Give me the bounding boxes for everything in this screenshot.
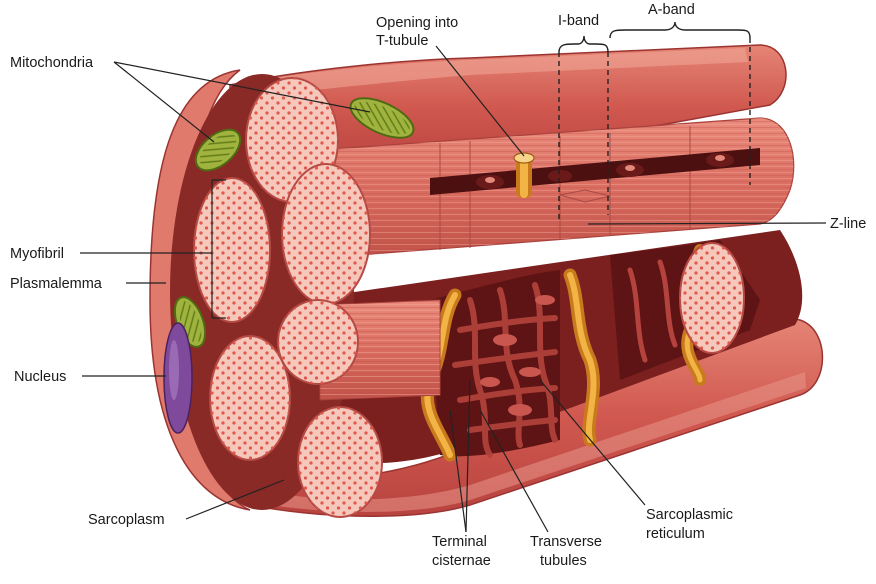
a-band-bracket: [610, 22, 750, 38]
label-mitochondria: Mitochondria: [10, 55, 94, 71]
label-i-band: I-band: [558, 13, 599, 29]
myofibril-end-6: [298, 407, 382, 517]
myofibril-end-5: [210, 336, 290, 460]
label-plasmalemma: Plasmalemma: [10, 276, 103, 292]
label-sr-line2: reticulum: [646, 526, 705, 542]
label-a-band: A-band: [648, 2, 695, 18]
label-sarcoplasm: Sarcoplasm: [88, 512, 165, 528]
label-terminal-line2: cisternae: [432, 553, 491, 569]
label-nucleus: Nucleus: [14, 369, 66, 385]
nucleus-shape: [164, 323, 192, 433]
label-myofibril: Myofibril: [10, 246, 64, 262]
myofibril-section-right: [680, 243, 744, 353]
label-transverse-line1: Transverse: [530, 534, 602, 550]
label-transverse-line2: tubules: [540, 553, 587, 569]
label-sr-line1: Sarcoplasmic: [646, 507, 733, 523]
myofibril-end-4: [278, 300, 358, 384]
t-tubule-opening: [514, 153, 534, 198]
label-opening-line2: T-tubule: [376, 33, 428, 49]
label-z-line: Z-line: [830, 216, 866, 232]
i-band-bracket: [559, 36, 608, 52]
label-opening-line1: Opening into: [376, 15, 458, 31]
myofibril-end-3: [282, 164, 370, 304]
myofibril-end-2: [194, 178, 270, 322]
label-terminal-line1: Terminal: [432, 534, 487, 550]
